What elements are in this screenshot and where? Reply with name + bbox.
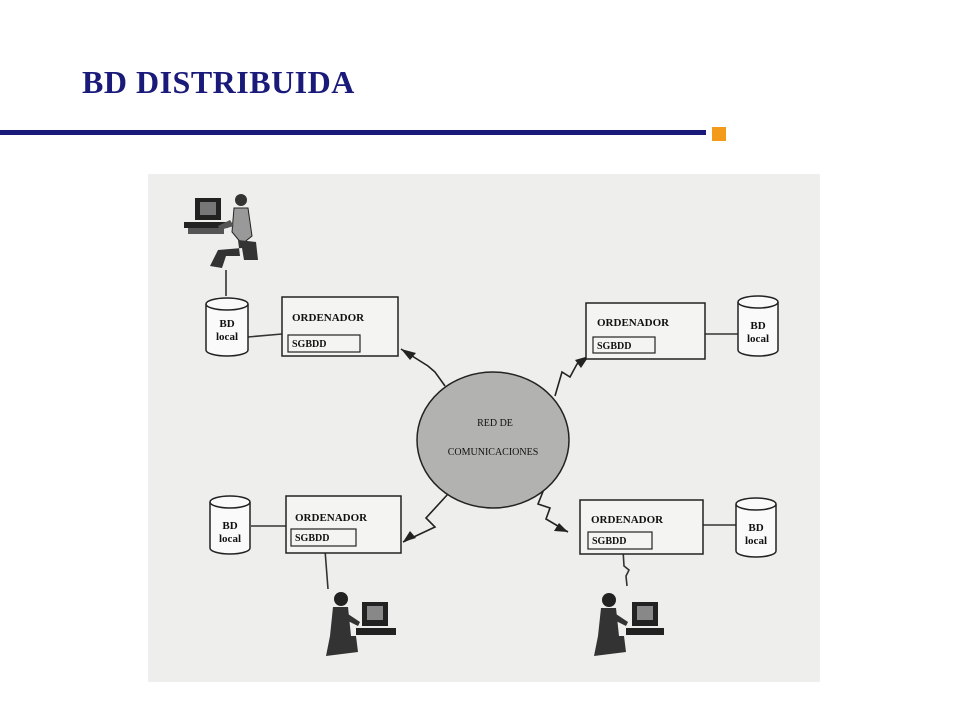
db-label-line1: BD [222,520,237,532]
title-accent-square [712,127,726,141]
computer-label: ORDENADOR [292,312,365,324]
network-cloud [416,371,570,509]
network-label-line1: RED DE [477,418,513,429]
local-db-top-right: BD local [737,295,779,357]
db-label-line2: local [219,533,241,545]
db-label-line2: local [745,535,767,547]
dbms-label: SGBDD [592,536,626,547]
distributed-db-diagram: RED DE COMUNICACIONES ORDENADOR SGBDD OR… [148,174,820,682]
db-label-line1: BD [750,320,765,332]
network-link-bottom-right [536,488,569,533]
user-workstation-icon-top-left [184,194,258,268]
node-top-left: ORDENADOR SGBDD [281,296,399,357]
arrowhead-bottom-right [554,523,568,532]
network-link-top-left [400,348,446,387]
local-db-bottom-right: BD local [735,497,777,558]
node-bottom-right: ORDENADOR SGBDD [579,499,704,555]
dbms-label: SGBDD [597,341,631,352]
user-link-bottom-left [324,549,329,590]
computer-label: ORDENADOR [597,317,670,329]
node-bottom-left: ORDENADOR SGBDD [285,495,402,554]
page-title: BD DISTRIBUIDA [82,64,355,100]
local-db-bottom-left: BD local [209,495,251,555]
local-db-top-left: BD local [205,297,249,357]
db-label-line2: local [216,331,238,343]
db-label-line1: BD [748,522,763,534]
dbms-label: SGBDD [295,533,329,544]
user-workstation-icon-bottom-right [594,593,664,656]
db-label-line1: BD [219,318,234,330]
dbms-label: SGBDD [292,339,326,350]
title-underline [0,130,706,135]
db-label-line2: local [747,333,769,345]
user-link-bottom-right [622,549,631,587]
computer-label: ORDENADOR [591,514,664,526]
arrowhead-top-left [401,349,416,360]
arrowhead-bottom-left [403,531,416,542]
network-link-bottom-left [402,493,449,543]
node-top-right: ORDENADOR SGBDD [585,302,706,360]
db-link-top-left [247,333,283,338]
network-label-line2: COMUNICACIONES [448,447,539,458]
computer-label: ORDENADOR [295,512,368,524]
user-workstation-icon-bottom-left [326,592,396,656]
